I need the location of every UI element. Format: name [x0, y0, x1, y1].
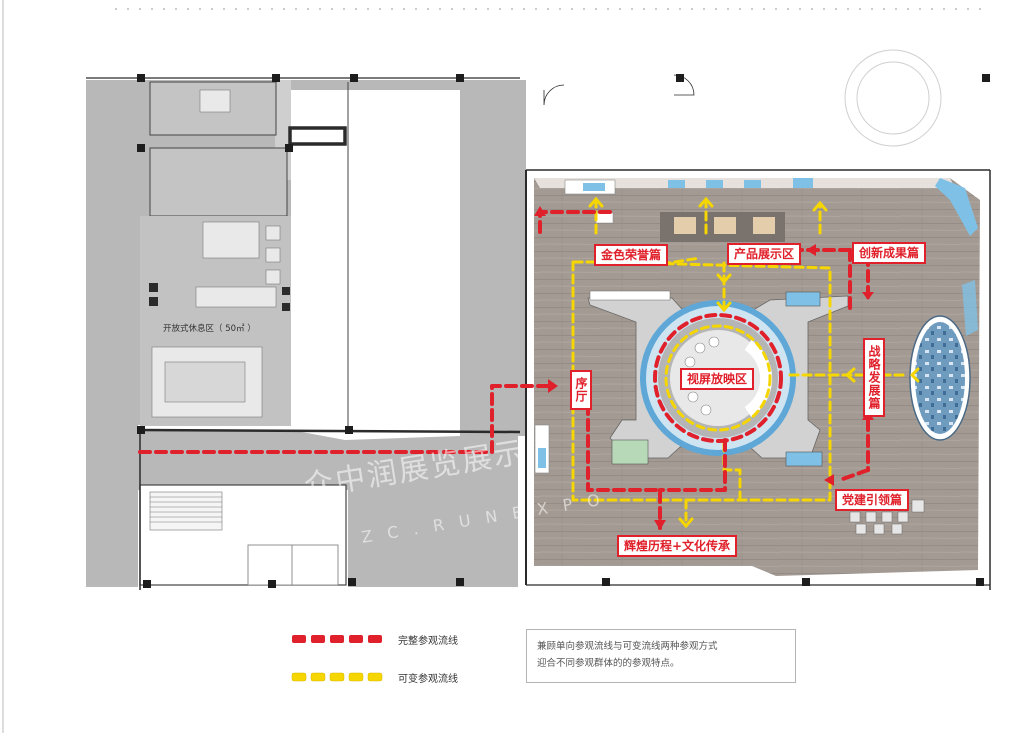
note-line-1: 兼顾单向参观流线与可变流线两种参观方式 — [537, 641, 718, 652]
complete-route — [138, 210, 870, 530]
note-box: 兼顾单向参观流线与可变流线两种参观方式 迎合不同参观群体的的参观特点。 — [526, 629, 796, 683]
lounge-label: 开放式休息区（ 50㎡ ） — [163, 324, 256, 334]
zone-label-history: 辉煌历程+文化传承 — [617, 535, 738, 557]
zone-label-innovation: 创新成果篇 — [852, 242, 927, 264]
left-building-area — [86, 80, 526, 587]
wall-display-cases — [534, 178, 978, 474]
note-line-2: 迎合不同参观群体的的参观特点。 — [537, 658, 680, 669]
zone-label-strategy: 战略发展篇 — [863, 338, 885, 417]
round-meeting-table — [844, 49, 942, 147]
zone-label-honor: 金色荣誉篇 — [594, 244, 669, 266]
party-seating — [849, 499, 925, 535]
walls — [86, 74, 991, 590]
legend-variable-route: 可变参观流线 — [398, 667, 458, 687]
zone-label-product: 产品展示区 — [727, 243, 802, 265]
legend-complete-label: 完整参观流线 — [398, 635, 458, 647]
top-dotted-border — [110, 7, 990, 11]
legend-swatches — [291, 635, 383, 682]
legend-variable-label: 可变参观流线 — [398, 673, 458, 685]
variable-route-arrows — [588, 196, 920, 529]
strategy-screen — [909, 315, 971, 441]
zone-label-party: 党建引领篇 — [835, 489, 910, 511]
columns — [137, 74, 990, 588]
zone-label-lobby: 序厅 — [570, 370, 592, 410]
zone-label-cinema: 视屏放映区 — [680, 368, 755, 390]
central-corridor — [291, 90, 460, 440]
legend-complete-route: 完整参观流线 — [398, 629, 458, 649]
